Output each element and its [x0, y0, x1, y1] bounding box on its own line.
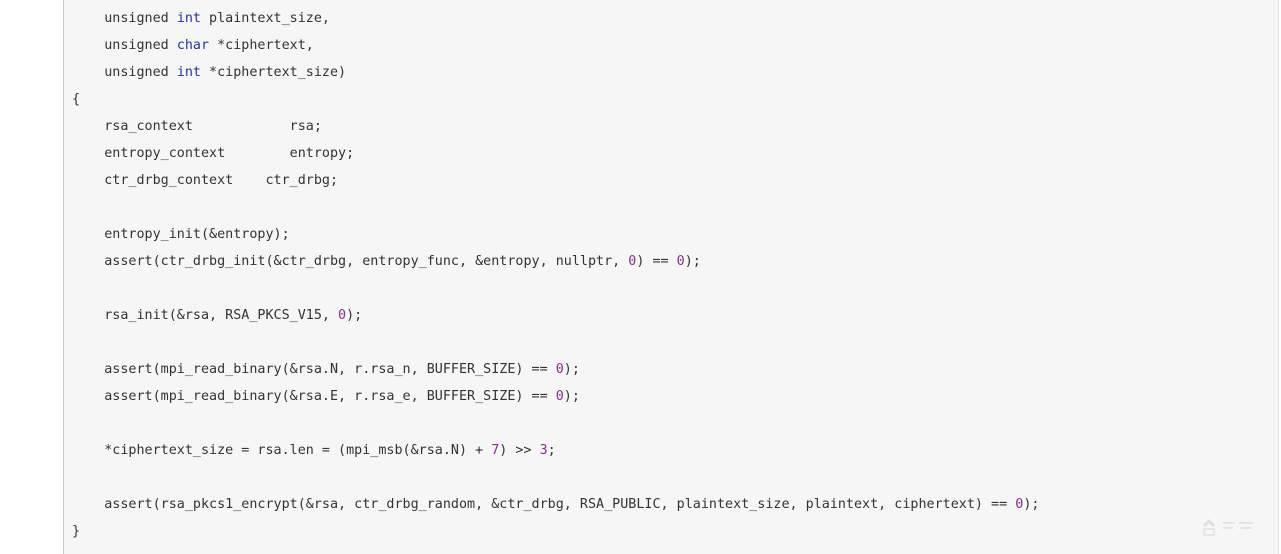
- code-text: unsigned: [72, 11, 177, 26]
- left-margin: [0, 0, 63, 554]
- code-text: assert(rsa_pkcs1_encrypt(&rsa, ctr_drbg_…: [72, 497, 1016, 512]
- code-text: *ciphertext_size = rsa.len = (mpi_msb(&r…: [72, 443, 492, 458]
- watermark-logo-icon: [1199, 516, 1259, 538]
- code-text: unsigned: [72, 38, 177, 53]
- code-text: ;: [547, 443, 556, 458]
- code-line: [72, 194, 1039, 221]
- code-keyword: int: [176, 11, 201, 26]
- code-text: {: [72, 92, 81, 107]
- code-line: unsigned char *ciphertext,: [72, 32, 1039, 59]
- code-line: unsigned int plaintext_size,: [72, 5, 1039, 32]
- code-line: [72, 329, 1039, 356]
- code-text: ctr_drbg_context ctr_drbg;: [72, 173, 339, 188]
- code-line: [72, 410, 1039, 437]
- code-line: unsigned int *ciphertext_size): [72, 59, 1039, 86]
- code-text: assert(mpi_read_binary(&rsa.E, r.rsa_e, …: [72, 389, 556, 404]
- code-line: entropy_context entropy;: [72, 140, 1039, 167]
- code-text: assert(mpi_read_binary(&rsa.N, r.rsa_n, …: [72, 362, 556, 377]
- code-line: assert(rsa_pkcs1_encrypt(&rsa, ctr_drbg_…: [72, 491, 1039, 518]
- code-text: );: [684, 254, 701, 269]
- code-line: entropy_init(&entropy);: [72, 221, 1039, 248]
- code-line: assert(mpi_read_binary(&rsa.N, r.rsa_n, …: [72, 356, 1039, 383]
- code-text: entropy_context entropy;: [72, 146, 355, 161]
- code-number: 0: [338, 308, 347, 323]
- code-text: ) >>: [499, 443, 540, 458]
- code-line: *ciphertext_size = rsa.len = (mpi_msb(&r…: [72, 437, 1039, 464]
- code-text: ) ==: [636, 254, 677, 269]
- code-line: ctr_drbg_context ctr_drbg;: [72, 167, 1039, 194]
- code-text: assert(ctr_drbg_init(&ctr_drbg, entropy_…: [72, 254, 629, 269]
- code-line: [72, 464, 1039, 491]
- code-line: }: [72, 518, 1039, 545]
- code-keyword: char: [176, 38, 210, 53]
- code-text: );: [1023, 497, 1040, 512]
- code-number: 0: [555, 389, 564, 404]
- code-number: 0: [628, 254, 637, 269]
- code-number: 7: [491, 443, 500, 458]
- code-line: {: [72, 86, 1039, 113]
- code-line: [72, 275, 1039, 302]
- code-line: assert(mpi_read_binary(&rsa.E, r.rsa_e, …: [72, 383, 1039, 410]
- code-block[interactable]: unsigned int plaintext_size, unsigned ch…: [63, 0, 1279, 554]
- code-number: 0: [1015, 497, 1024, 512]
- code-text: );: [346, 308, 363, 323]
- code-number: 3: [539, 443, 548, 458]
- code-text: *ciphertext_size): [201, 65, 347, 80]
- code-text: );: [563, 389, 580, 404]
- code-text: *ciphertext,: [209, 38, 314, 53]
- code-line: assert(ctr_drbg_init(&ctr_drbg, entropy_…: [72, 248, 1039, 275]
- code-text: }: [72, 524, 81, 539]
- code-text: rsa_init(&rsa, RSA_PKCS_V15,: [72, 308, 339, 323]
- code-text: );: [563, 362, 580, 377]
- code-number: 0: [555, 362, 564, 377]
- code-text: rsa_context rsa;: [72, 119, 322, 134]
- code-keyword: int: [176, 65, 201, 80]
- code-listing[interactable]: unsigned int plaintext_size, unsigned ch…: [72, 5, 1039, 545]
- code-number: 0: [676, 254, 685, 269]
- code-line: rsa_init(&rsa, RSA_PKCS_V15, 0);: [72, 302, 1039, 329]
- code-text: unsigned: [72, 65, 177, 80]
- code-line: rsa_context rsa;: [72, 113, 1039, 140]
- code-text: plaintext_size,: [201, 11, 330, 26]
- code-text: entropy_init(&entropy);: [72, 227, 290, 242]
